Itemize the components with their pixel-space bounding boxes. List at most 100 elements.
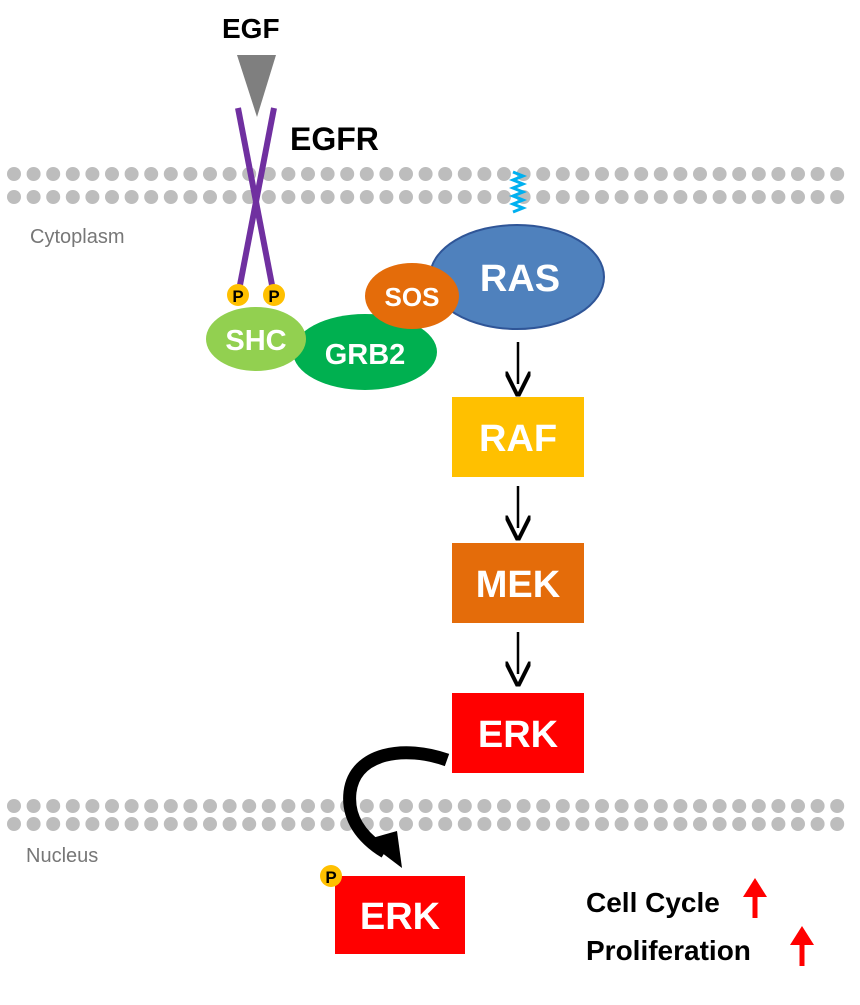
svg-text:GRB2: GRB2 [325,339,406,371]
membrane-bead [693,190,707,204]
membrane-bead [399,190,413,204]
membrane-bead [105,167,119,181]
membrane-bead [712,167,727,181]
membrane-bead [65,817,80,831]
membrane-bead [320,167,335,181]
membrane-bead [536,799,551,813]
membrane-bead [497,190,511,204]
svg-text:P: P [325,868,336,887]
membrane-bead [7,190,21,204]
membrane-bead [65,167,80,181]
membrane-bead [144,167,159,181]
membrane-bead [46,799,61,813]
nucleus-label: Nucleus [26,845,98,867]
membrane-bead [418,167,433,181]
membrane-bead [320,799,335,813]
membrane-bead [732,799,747,813]
membrane-bead [46,167,61,181]
membrane-bead [693,817,707,831]
membrane-bead [477,799,492,813]
membrane-bead [634,190,649,204]
membrane-bead [555,167,570,181]
membrane-bead [105,817,119,831]
membrane-bead [222,167,237,181]
svg-text:RAS: RAS [480,258,560,300]
membrane-bead [203,167,217,181]
membrane-bead [399,817,413,831]
membrane-bead [85,190,100,204]
membrane-bead [810,167,825,181]
mek-node: MEK [452,543,584,623]
membrane-bead [536,167,551,181]
membrane-bead [673,817,688,831]
membrane-bead [65,190,80,204]
membrane-bead [26,817,41,831]
membrane-bead [516,799,531,813]
membrane-bead [771,817,786,831]
membrane-bead [261,817,276,831]
svg-text:SHC: SHC [225,325,286,357]
membrane-bead [693,167,707,181]
membrane-bead [124,799,139,813]
membrane-bead [7,817,21,831]
membrane-bead [281,190,296,204]
membrane-bead [222,799,237,813]
membrane-bead [418,817,433,831]
ras-lipid-anchor [508,170,528,214]
membrane-bead [810,190,825,204]
membrane-bead [712,190,727,204]
membrane-bead [457,167,472,181]
membrane-bead [399,167,413,181]
membrane-bead [203,799,217,813]
membrane-bead [261,190,276,204]
membrane-bead [516,817,531,831]
membrane-bead [751,167,766,181]
membrane-bead [634,799,649,813]
svg-text:MEK: MEK [476,564,561,606]
egfr-label: EGFR [290,121,379,157]
membrane-bead [242,817,257,831]
phospho-site-right: P [263,284,285,306]
svg-text:SOS: SOS [385,282,440,312]
membrane-bead [163,167,178,181]
membrane-bead [163,799,178,813]
membrane-bead [105,799,119,813]
membrane-bead [634,817,649,831]
membrane-bead [673,190,688,204]
shc-node: SHC [206,307,306,371]
membrane-bead [379,817,394,831]
membrane-bead [810,817,825,831]
membrane-bead [65,799,80,813]
svg-text:ERK: ERK [360,896,441,938]
membrane-bead [301,817,315,831]
membrane-bead [595,799,609,813]
membrane-bead [751,817,766,831]
membrane-bead [438,167,453,181]
membrane-bead [85,817,100,831]
up-arrow-icon [743,878,767,918]
membrane-bead [457,799,472,813]
nuclear-translocation-arrow [343,746,450,868]
membrane-bead [301,190,315,204]
membrane-bead [418,799,433,813]
membrane-bead [340,167,355,181]
outcome-proliferation: Proliferation [586,935,751,966]
membrane-bead [595,817,609,831]
membrane-bead [26,799,41,813]
membrane-bead [379,167,394,181]
membrane-bead [124,167,139,181]
membrane-bead [751,190,766,204]
membrane-bead [457,817,472,831]
membrane-bead [183,190,198,204]
membrane-bead [438,799,453,813]
membrane-bead [653,167,668,181]
membrane-bead [144,190,159,204]
membrane-bead [144,799,159,813]
membrane-bead [26,190,41,204]
svg-text:RAF: RAF [479,418,557,460]
membrane-bead [7,799,21,813]
membrane-bead [163,817,178,831]
membrane-bead [575,167,590,181]
membrane-bead [732,167,747,181]
